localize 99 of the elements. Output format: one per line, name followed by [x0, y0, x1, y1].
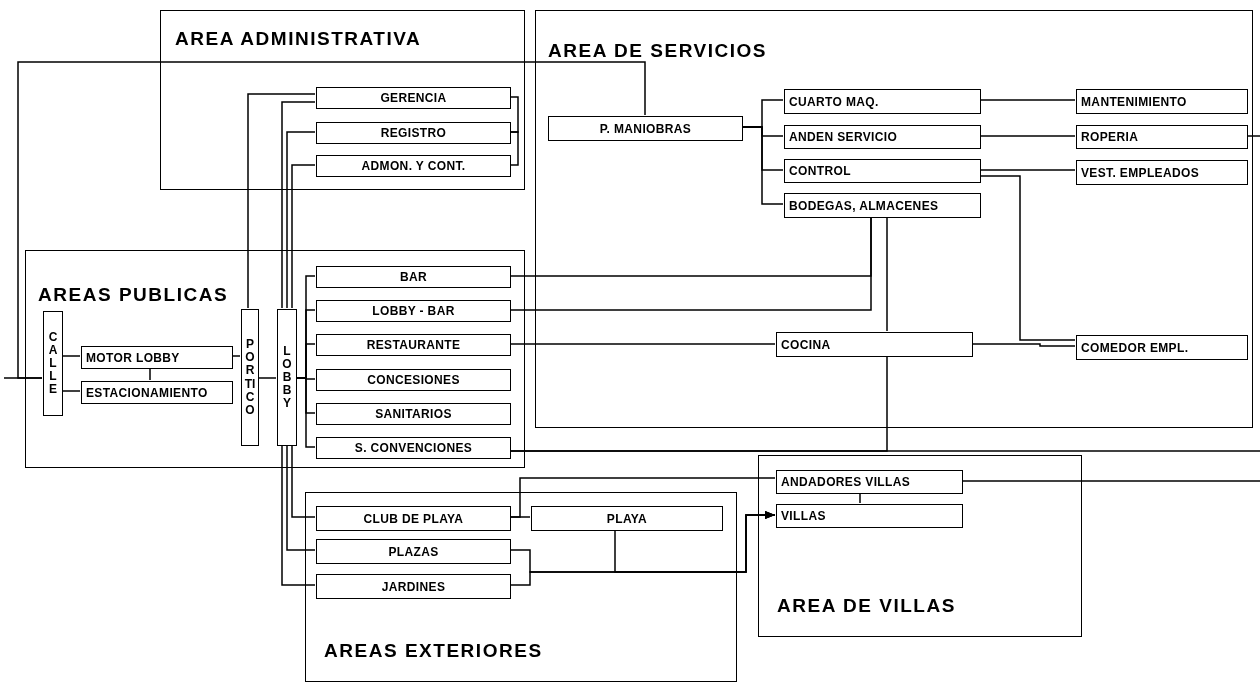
connector-line — [886, 216, 888, 332]
area-frame — [25, 250, 525, 468]
room-box — [1076, 160, 1248, 185]
room-box — [784, 125, 981, 149]
connector-line — [859, 492, 861, 504]
room-label: COCINA — [781, 336, 831, 354]
connector-line — [509, 343, 776, 345]
room-label: JARDINES — [381, 578, 446, 596]
room-box — [316, 266, 511, 288]
room-box — [776, 470, 963, 494]
room-label: MANTENIMIENTO — [1081, 93, 1187, 111]
room-label: CLUB DE PLAYA — [363, 510, 464, 528]
connector-line — [247, 93, 316, 309]
room-box — [784, 193, 981, 218]
connector-line — [149, 367, 151, 381]
area-frame — [535, 10, 1253, 428]
connector-line — [979, 135, 1076, 137]
connector-line — [281, 444, 316, 586]
room-box — [316, 334, 511, 356]
room-box — [1076, 335, 1248, 360]
room-label: GERENCIA — [380, 90, 447, 107]
room-label: BODEGAS, ALMACENES — [789, 197, 939, 215]
connector-line — [17, 61, 646, 379]
room-box — [316, 369, 511, 391]
connector-line — [509, 96, 519, 133]
area-title: AREA DE VILLAS — [777, 593, 956, 618]
room-box — [784, 159, 981, 183]
vertical-box — [241, 309, 259, 446]
vertical-box — [277, 309, 297, 446]
connector-line — [286, 444, 316, 551]
room-box — [81, 346, 233, 369]
area-title: AREAS EXTERIORES — [324, 638, 543, 663]
connector-line — [509, 477, 776, 518]
room-box — [776, 504, 963, 528]
box-label: CALLE — [47, 330, 59, 397]
connector-line — [291, 164, 316, 309]
arrow — [509, 510, 776, 586]
room-label: ROPERIA — [1081, 129, 1139, 146]
room-box — [548, 116, 743, 141]
area-title: AREA DE SERVICIOS — [548, 39, 768, 63]
room-label: S. CONVENCIONES — [354, 440, 473, 457]
room-box — [316, 506, 511, 531]
room-box — [316, 403, 511, 425]
room-box — [316, 87, 511, 109]
connector-line — [509, 216, 872, 311]
room-label: REGISTRO — [380, 125, 447, 142]
room-label: LOBBY - BAR — [372, 303, 455, 320]
room-label: PLAZAS — [388, 543, 439, 561]
connector-line — [979, 169, 1076, 171]
area-title: AREAS PUBLICAS — [38, 283, 229, 307]
room-label: P. MANIOBRAS — [599, 120, 692, 138]
area-frame — [305, 492, 737, 682]
area-frame — [758, 455, 1082, 637]
connector-line — [286, 131, 316, 309]
room-label: ADMON. Y CONT. — [361, 158, 466, 175]
box-label: PORTICO — [244, 337, 256, 418]
room-label: CUARTO MAQ. — [789, 93, 879, 111]
room-box — [81, 381, 233, 404]
room-box — [316, 437, 511, 459]
room-label: MOTOR LOBBY — [86, 349, 180, 367]
room-label: PLAYA — [606, 510, 648, 528]
room-box — [316, 539, 511, 564]
connector-line — [231, 355, 241, 357]
room-box — [531, 506, 723, 531]
connector-line — [509, 450, 1260, 452]
room-label: ANDEN SERVICIO — [789, 129, 898, 146]
connector-line — [61, 355, 81, 357]
area-title: AREA ADMINISTRATIVA — [175, 27, 422, 51]
connector-line — [291, 444, 316, 518]
connector-line — [509, 131, 519, 166]
room-box — [784, 89, 981, 114]
connector-line — [979, 175, 1076, 341]
room-box — [1076, 89, 1248, 114]
room-label: BAR — [399, 269, 428, 286]
room-label: RESTAURANTE — [366, 337, 461, 354]
room-box — [316, 122, 511, 144]
connector-line — [257, 377, 277, 379]
area-frame — [160, 10, 525, 190]
room-label: VILLAS — [781, 508, 826, 525]
room-box — [316, 574, 511, 599]
room-box — [316, 155, 511, 177]
room-label: ESTACIONAMIENTO — [86, 384, 208, 402]
room-label: ANDADORES VILLAS — [781, 474, 911, 491]
room-label: COMEDOR EMPL. — [1081, 339, 1189, 357]
room-box — [776, 332, 973, 357]
room-label: CONTROL — [789, 163, 851, 180]
vertical-box — [43, 311, 63, 416]
connector-line — [1246, 135, 1260, 137]
room-box — [316, 300, 511, 322]
room-label: SANITARIOS — [375, 406, 452, 423]
connector-line — [979, 99, 1076, 101]
connector-line — [961, 480, 1260, 482]
room-box — [1076, 125, 1248, 149]
connector-line — [61, 390, 81, 392]
room-label: VEST. EMPLEADOS — [1081, 164, 1200, 182]
room-label: CONCESIONES — [367, 372, 460, 389]
connector-line — [971, 343, 1076, 347]
connector-line — [281, 101, 316, 309]
box-label: LOBBY — [281, 344, 293, 411]
